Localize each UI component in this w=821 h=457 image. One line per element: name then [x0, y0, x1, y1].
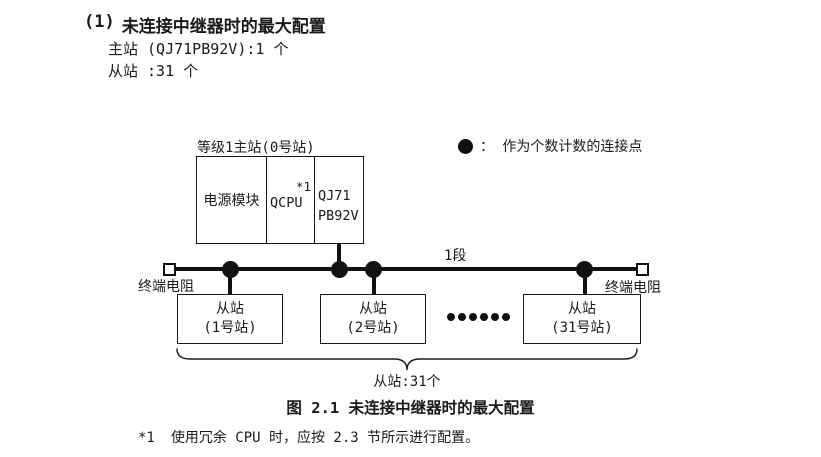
connection-dot	[331, 261, 348, 278]
master-station-box: 电源模块 *1 QCPU QJ71 PB92V	[196, 156, 364, 244]
network-module-line1: QJ71	[318, 188, 351, 204]
master-spec-line: 主站 (QJ71PB92V):1 个	[108, 40, 289, 58]
slave-number: (2号站)	[346, 320, 400, 336]
slave-number: (31号站)	[551, 320, 613, 336]
section-title: 未连接中继器时的最大配置	[121, 17, 326, 37]
ellipsis-dot-icon	[447, 313, 455, 321]
slave-station-box-2: 从站 (2号站)	[320, 294, 426, 344]
qcpu-cell: *1 QCPU	[267, 157, 315, 243]
terminating-resistor-left-label: 终端电阻	[138, 279, 194, 295]
slave2-drop-line	[372, 269, 376, 295]
terminating-resistor-left-icon	[163, 263, 176, 276]
ellipsis-dot-icon	[469, 313, 477, 321]
legend-text: ： 作为个数计数的连接点	[480, 139, 643, 155]
network-module-line2: PB92V	[318, 208, 359, 224]
connection-dot-icon	[458, 138, 473, 154]
slave-number: (1号站)	[203, 320, 257, 336]
master-drop-line	[337, 244, 341, 269]
legend: ： 作为个数计数的连接点	[458, 136, 642, 156]
footnote-text: 使用冗余 CPU 时，应按 2.3 节所示进行配置。	[170, 430, 480, 446]
slave-label: 从站	[359, 301, 387, 317]
ellipsis-dot-icon	[491, 313, 499, 321]
segment-label: 1段	[444, 248, 467, 264]
qcpu-label: QCPU	[270, 195, 303, 211]
terminating-resistor-right-label: 终端电阻	[605, 280, 661, 296]
terminating-resistor-right-icon	[636, 263, 649, 276]
footnote-ref-marker: *1	[295, 179, 311, 194]
slave31-drop-line	[583, 269, 587, 295]
slave-station-box-31: 从站 (31号站)	[523, 294, 641, 344]
power-module-cell: 电源模块	[197, 157, 267, 243]
footnote: *1 使用冗余 CPU 时，应按 2.3 节所示进行配置。	[138, 427, 479, 447]
underbrace	[176, 348, 638, 371]
ellipsis-dots	[447, 313, 510, 321]
section-number: (1)	[84, 12, 115, 32]
ellipsis-dot-icon	[502, 313, 510, 321]
footnote-ref: *1	[138, 430, 155, 446]
qj71pb92v-cell: QJ71 PB92V	[315, 157, 363, 243]
slave-spec-line: 从站 :31 个	[108, 62, 199, 80]
master-station-label: 等级1主站(0号站)	[197, 140, 315, 156]
section-heading: (1) 未连接中继器时的最大配置	[84, 12, 326, 37]
slave-label: 从站	[216, 301, 244, 317]
slave-count-label: 从站:31个	[373, 374, 441, 390]
slave-station-box-1: 从站 (1号站)	[177, 294, 283, 344]
bus-line	[170, 267, 640, 271]
ellipsis-dot-icon	[458, 313, 466, 321]
slave1-drop-line	[228, 269, 232, 295]
slave-label: 从站	[568, 301, 596, 317]
figure-caption: 图 2.1 未连接中继器时的最大配置	[286, 399, 535, 417]
ellipsis-dot-icon	[480, 313, 488, 321]
